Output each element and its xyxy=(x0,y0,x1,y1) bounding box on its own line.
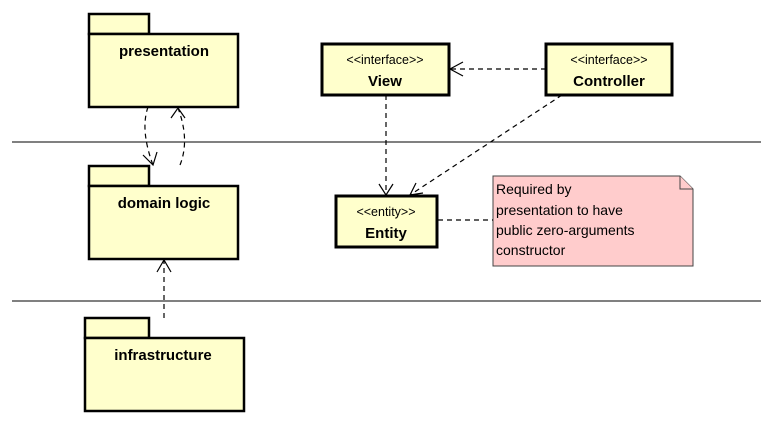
class-controller[interactable]: <<interface>> Controller xyxy=(544,42,674,97)
class-stereotype: <<interface>> xyxy=(346,53,423,67)
arrowhead xyxy=(448,61,464,77)
dependency-presentation-to-domain xyxy=(142,106,158,167)
package-label: domain logic xyxy=(118,195,211,212)
package-presentation[interactable]: presentation xyxy=(87,12,240,109)
class-name: Controller xyxy=(573,73,645,90)
arrowhead xyxy=(170,106,186,119)
note-line-3: public zero-arguments xyxy=(496,222,635,238)
package-domain-logic[interactable]: domain logic xyxy=(87,164,240,261)
note-line-1: Required by xyxy=(496,181,572,197)
dependency-line xyxy=(144,106,154,166)
class-stereotype: <<entity>> xyxy=(356,205,415,219)
dependency-domain-to-presentation xyxy=(170,106,186,166)
arrowhead xyxy=(378,183,394,197)
class-stereotype: <<interface>> xyxy=(570,53,647,67)
package-body xyxy=(87,184,240,261)
package-label: presentation xyxy=(119,43,209,60)
package-body xyxy=(83,336,246,413)
note[interactable]: Required by presentation to have public … xyxy=(492,175,694,267)
package-tab xyxy=(87,12,151,36)
class-entity[interactable]: <<entity>> Entity xyxy=(334,194,439,249)
note-line-2: presentation to have xyxy=(496,202,623,218)
class-view[interactable]: <<interface>> View xyxy=(320,42,451,97)
package-body xyxy=(87,32,240,109)
package-label: infrastructure xyxy=(114,347,212,364)
arrowhead xyxy=(408,182,424,196)
package-tab xyxy=(87,164,151,188)
class-name: View xyxy=(368,73,402,90)
package-infrastructure[interactable]: infrastructure xyxy=(83,316,246,413)
dependency-infrastructure-to-domain xyxy=(156,258,172,318)
class-box xyxy=(320,42,451,97)
arrowhead xyxy=(142,151,158,167)
package-tab xyxy=(83,316,151,340)
dependency-controller-to-entity xyxy=(408,94,563,196)
dependency-line xyxy=(409,94,563,196)
dependency-line xyxy=(177,107,186,166)
note-line-4: constructor xyxy=(496,242,566,258)
class-box xyxy=(544,42,674,97)
class-box xyxy=(334,194,439,249)
note-shape xyxy=(492,175,694,267)
dependency-view-to-entity xyxy=(378,95,394,197)
class-name: Entity xyxy=(365,225,407,242)
dependency-controller-to-view xyxy=(448,61,546,77)
note-fold xyxy=(679,176,693,190)
arrowhead xyxy=(156,258,172,273)
